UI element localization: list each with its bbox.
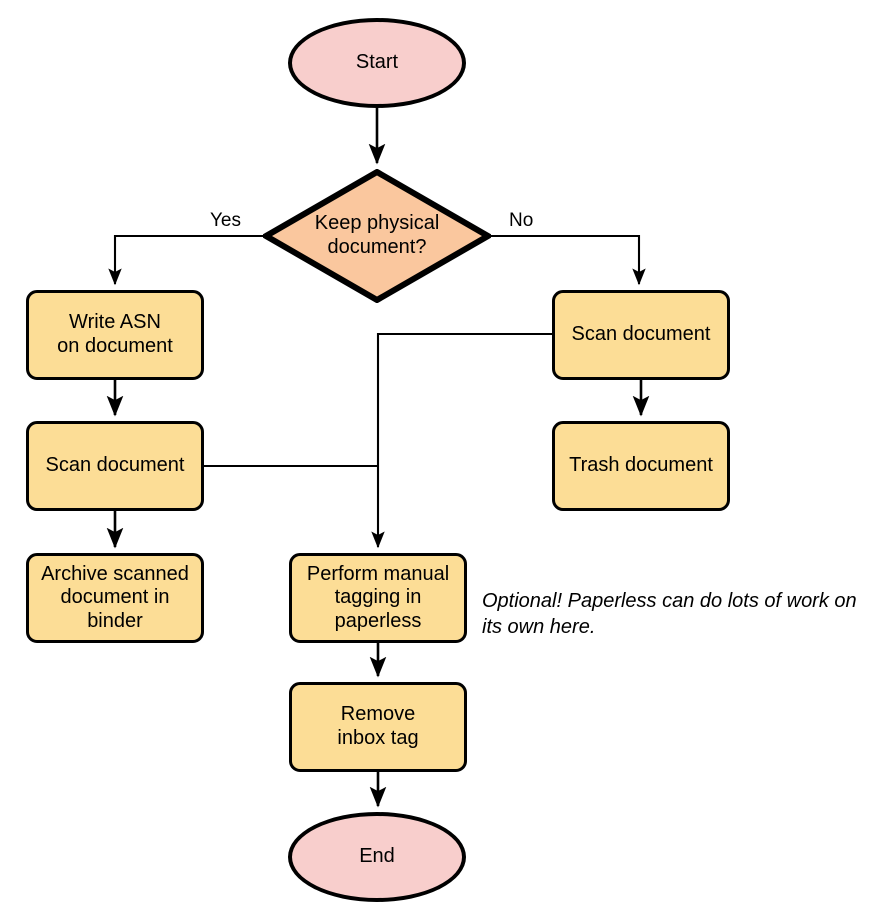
node-write-asn-on-document-label: Write ASN on document: [57, 311, 173, 357]
edge-decision-no-to-scan-right: [491, 234, 646, 286]
node-scan-document-left[interactable]: Scan document: [26, 421, 204, 511]
edge-decision-yes-to-write-asn: [108, 234, 263, 286]
node-scan-document-right[interactable]: Scan document: [552, 290, 730, 380]
node-trash-document-label: Trash document: [569, 454, 713, 477]
diamond-shape: [263, 169, 491, 303]
node-archive-scanned-document-in-binder-label: Archive scanned document in binder: [41, 562, 189, 632]
node-remove-inbox-tag-label: Remove inbox tag: [337, 703, 419, 749]
node-remove-inbox-tag[interactable]: Remove inbox tag: [289, 682, 467, 772]
node-end-label: End: [359, 845, 395, 868]
node-keep-physical-document-label: Keep physical document?: [314, 212, 440, 258]
node-scan-document-right-label: Scan document: [571, 323, 711, 346]
node-keep-physical-document[interactable]: Keep physical document?: [263, 169, 491, 303]
node-perform-manual-tagging-in-paperless[interactable]: Perform manual tagging in paperless: [289, 553, 467, 643]
node-trash-document[interactable]: Trash document: [552, 421, 730, 511]
node-write-asn-on-document[interactable]: Write ASN on document: [26, 290, 204, 380]
node-end[interactable]: End: [288, 812, 466, 902]
node-perform-manual-tagging-in-paperless-label: Perform manual tagging in paperless: [306, 562, 450, 632]
node-start-label: Start: [355, 51, 399, 74]
edge-label-no: No: [509, 210, 534, 231]
node-archive-scanned-document-in-binder[interactable]: Archive scanned document in binder: [26, 553, 204, 643]
node-scan-document-left-label: Scan document: [45, 454, 185, 477]
edge-scan-right-to-manual-tagging: [371, 332, 552, 549]
optional-note: Optional! Paperless can do lots of work …: [482, 590, 857, 638]
node-start[interactable]: Start: [288, 18, 466, 108]
edge-label-yes: Yes: [210, 210, 241, 231]
